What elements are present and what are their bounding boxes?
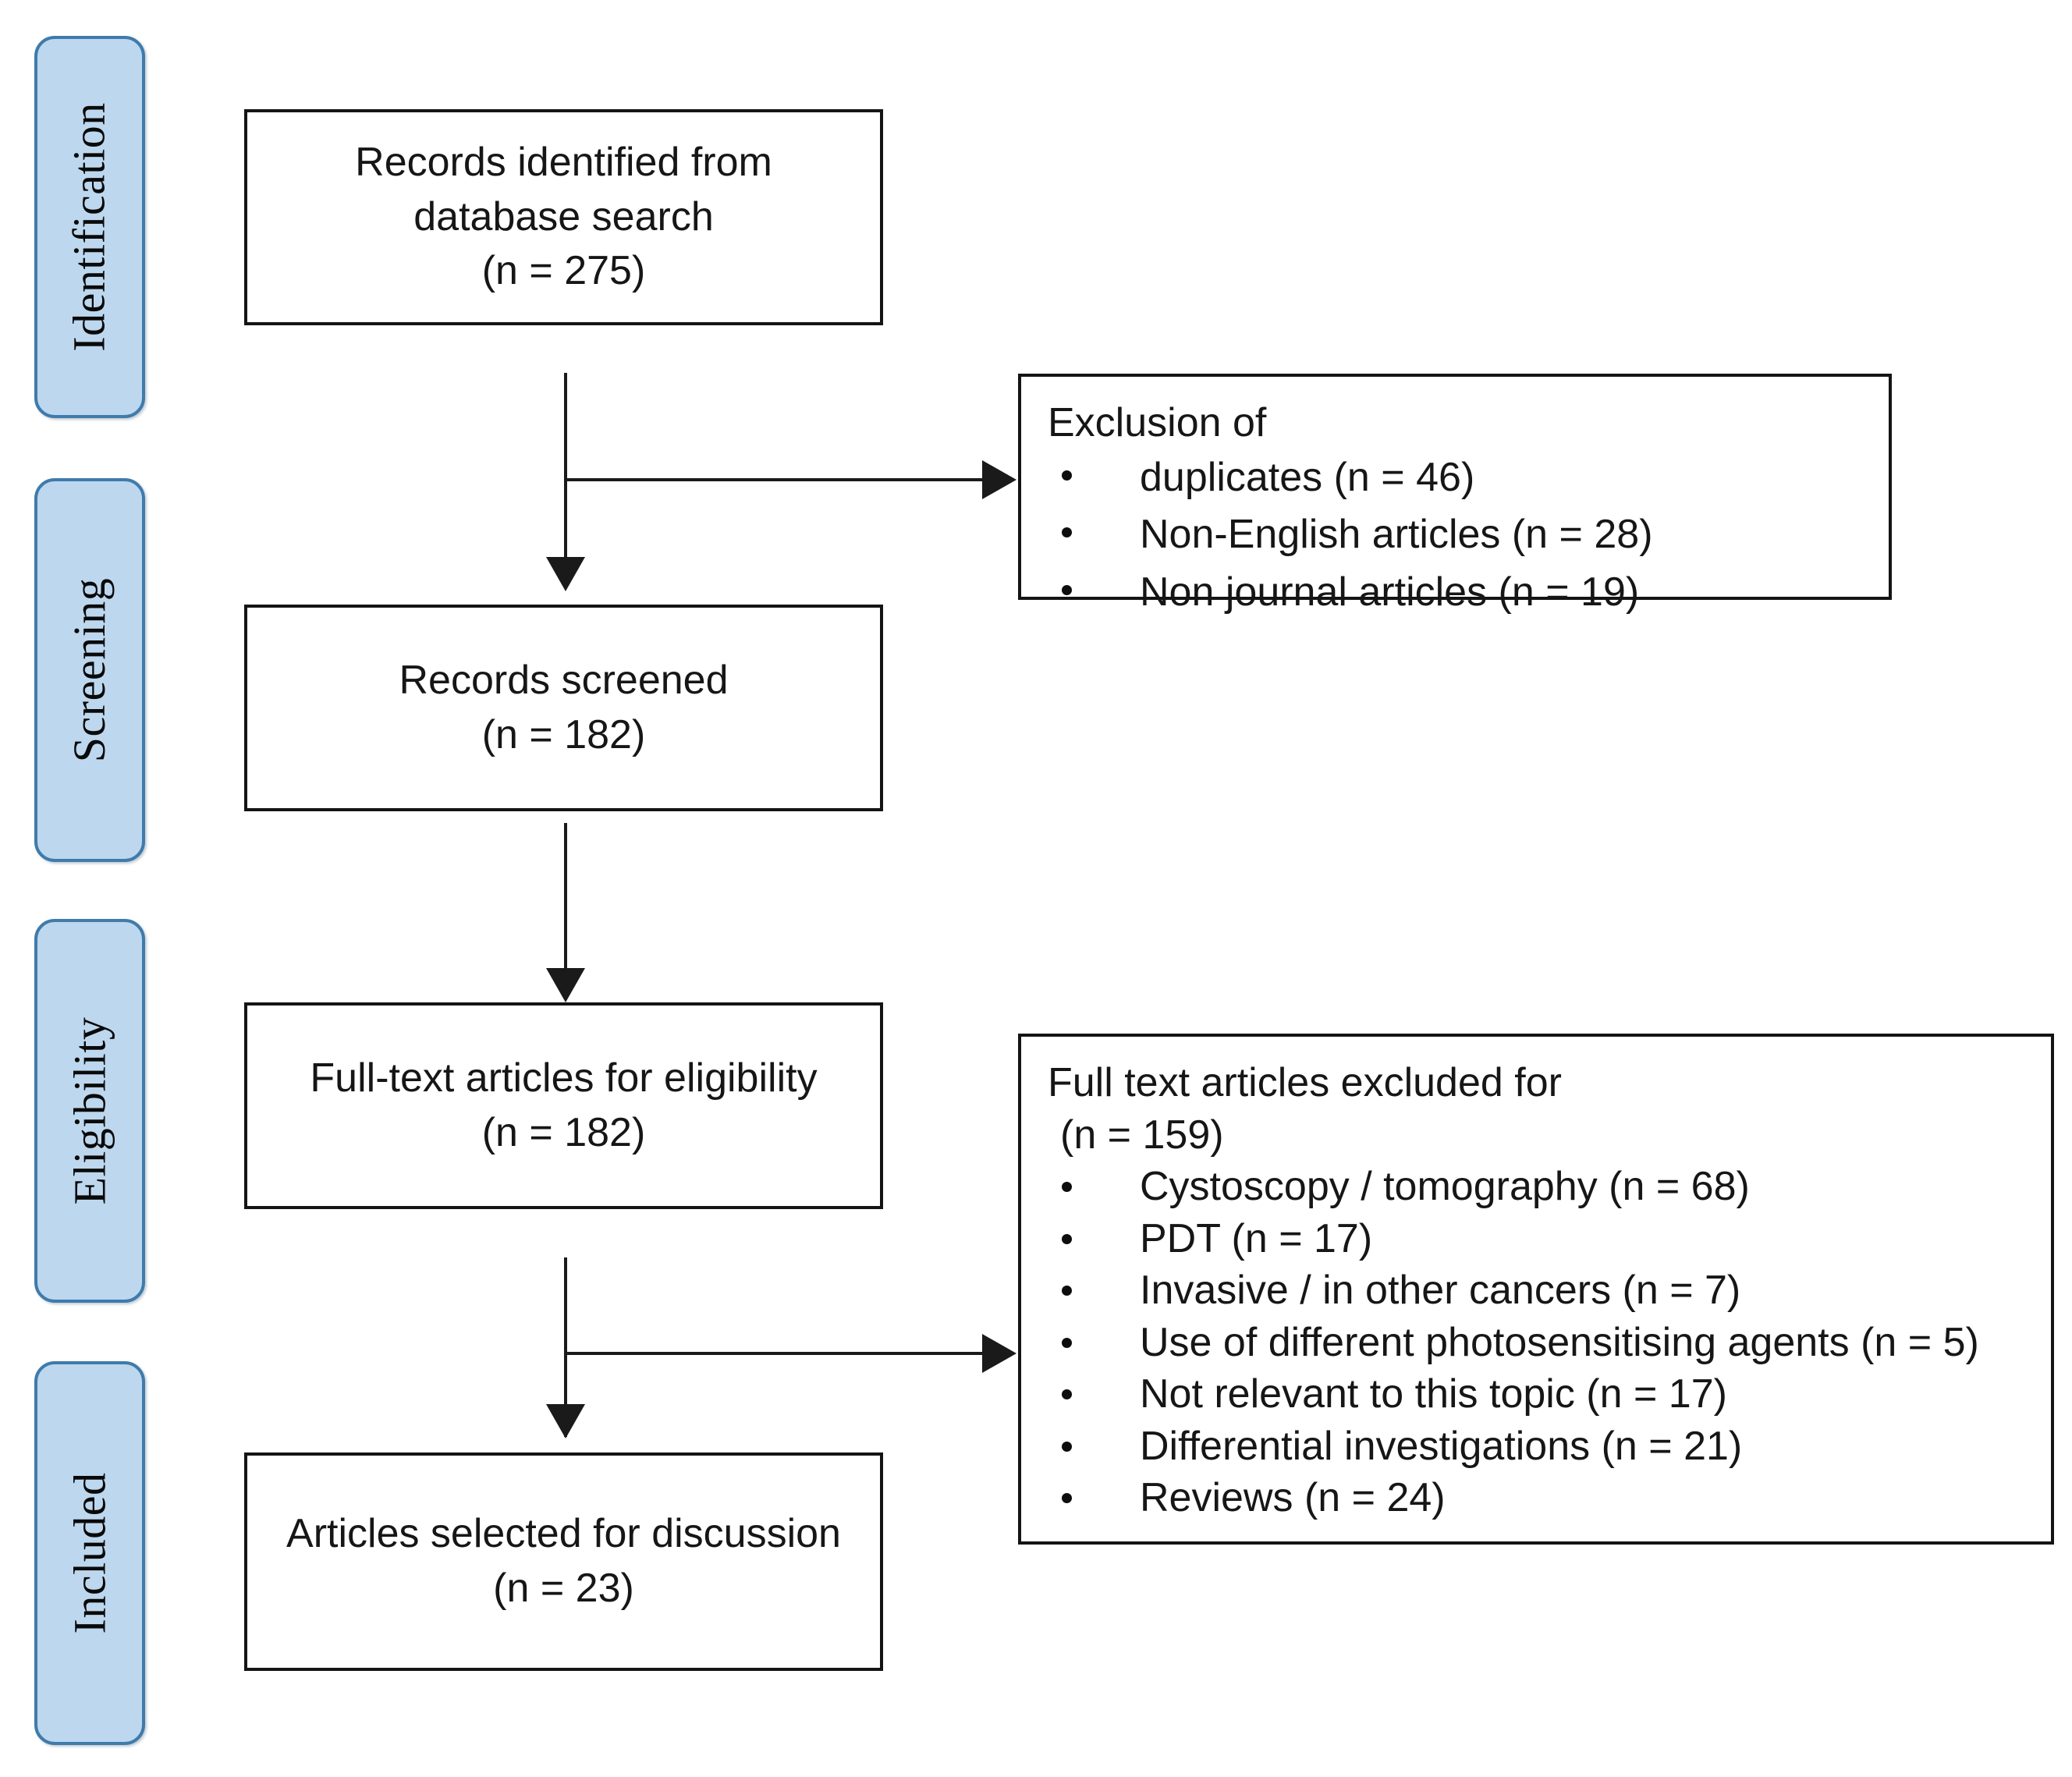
arrowhead-screened-to-eligibility (546, 968, 585, 1002)
stage-pill-eligibility: Eligibility (34, 919, 145, 1303)
exclusion-screening-item-0: duplicates (n = 46) (1140, 454, 1475, 500)
box-records-identified-line-3: (n = 275) (481, 248, 646, 294)
connector-screened-to-eligibility (564, 823, 567, 971)
bullet-icon (1062, 585, 1072, 596)
list-item: duplicates (n = 46) (1048, 449, 1868, 507)
exclusion-eligibility-item-4: Not relevant to this topic (n = 17) (1140, 1371, 1727, 1417)
exclusion-screening-item-2: Non journal articles (n = 19) (1140, 569, 1640, 615)
stage-label-screening: Screening (64, 577, 115, 763)
box-fulltext-eligibility-line-2: (n = 182) (481, 1109, 646, 1155)
exclusion-eligibility-item-5: Differential investigations (n = 21) (1140, 1423, 1743, 1469)
arrowhead-eligibility-to-included (546, 1404, 585, 1438)
box-fulltext-eligibility-line-1: Full-text articles for eligibility (310, 1055, 818, 1101)
stage-pill-screening: Screening (34, 478, 145, 862)
exclusion-eligibility-item-6: Reviews (n = 24) (1140, 1475, 1446, 1521)
connector-identified-to-screened (564, 373, 567, 560)
box-records-identified-line-1: Records identified from (355, 139, 772, 185)
exclusion-eligibility-heading: Full text articles excluded for (1048, 1060, 1562, 1105)
box-records-screened: Records screened (n = 182) (244, 605, 883, 811)
stage-label-eligibility: Eligibility (64, 1016, 115, 1205)
connector-eligibility-exclusion-branch (564, 1352, 985, 1355)
list-item: Use of different photosensitising agents… (1048, 1317, 2031, 1369)
box-exclusion-eligibility: Full text articles excluded for (n = 159… (1018, 1034, 2054, 1545)
stage-pill-identification: Identification (34, 36, 145, 418)
exclusion-screening-item-1: Non-English articles (n = 28) (1140, 512, 1653, 558)
arrowhead-identified-to-screened (546, 557, 585, 591)
bullet-icon (1062, 527, 1072, 538)
box-articles-selected: Articles selected for discussion (n = 23… (244, 1452, 883, 1671)
arrowhead-eligibility-exclusion (982, 1334, 1016, 1373)
list-item: Differential investigations (n = 21) (1048, 1421, 2031, 1473)
list-item: PDT (n = 17) (1048, 1213, 2031, 1265)
box-records-screened-line-1: Records screened (399, 657, 729, 703)
exclusion-eligibility-list: Cystoscopy / tomography (n = 68) PDT (n … (1048, 1161, 2031, 1524)
exclusion-eligibility-item-1: PDT (n = 17) (1140, 1215, 1373, 1261)
connector-eligibility-to-included (564, 1257, 567, 1437)
exclusion-eligibility-item-0: Cystoscopy / tomography (n = 68) (1140, 1164, 1750, 1210)
exclusion-eligibility-item-3: Use of different photosensitising agents… (1140, 1319, 1979, 1365)
bullet-icon (1062, 1182, 1072, 1193)
bullet-icon (1062, 1389, 1072, 1400)
list-item: Reviews (n = 24) (1048, 1472, 2031, 1524)
connector-screening-exclusion-branch (564, 478, 985, 481)
list-item: Non journal articles (n = 19) (1048, 564, 1868, 622)
list-item: Non-English articles (n = 28) (1048, 506, 1868, 564)
bullet-icon (1062, 1233, 1072, 1244)
exclusion-eligibility-item-2: Invasive / in other cancers (n = 7) (1140, 1268, 1741, 1314)
bullet-icon (1062, 1286, 1072, 1296)
stage-pill-included: Included (34, 1361, 145, 1745)
bullet-icon (1062, 1441, 1072, 1452)
bullet-icon (1062, 470, 1072, 481)
bullet-icon (1062, 1337, 1072, 1348)
stage-label-included: Included (64, 1472, 115, 1634)
exclusion-screening-list: duplicates (n = 46) Non-English articles… (1048, 449, 1868, 622)
stage-label-identification: Identification (64, 102, 115, 352)
arrowhead-screening-exclusion (982, 460, 1016, 499)
box-records-identified: Records identified from database search … (244, 109, 883, 325)
box-records-screened-line-2: (n = 182) (481, 711, 646, 757)
list-item: Invasive / in other cancers (n = 7) (1048, 1264, 2031, 1317)
box-records-identified-line-2: database search (413, 193, 714, 239)
box-articles-selected-line-2: (n = 23) (493, 1566, 634, 1611)
list-item: Cystoscopy / tomography (n = 68) (1048, 1161, 2031, 1213)
box-fulltext-eligibility: Full-text articles for eligibility (n = … (244, 1002, 883, 1209)
bullet-icon (1062, 1493, 1072, 1504)
box-articles-selected-line-1: Articles selected for discussion (286, 1511, 841, 1557)
box-exclusion-screening: Exclusion of duplicates (n = 46) Non-Eng… (1018, 374, 1892, 615)
list-item: Not relevant to this topic (n = 17) (1048, 1368, 2031, 1421)
exclusion-eligibility-count: (n = 159) (1060, 1112, 1224, 1158)
exclusion-screening-heading: Exclusion of (1048, 400, 1267, 445)
